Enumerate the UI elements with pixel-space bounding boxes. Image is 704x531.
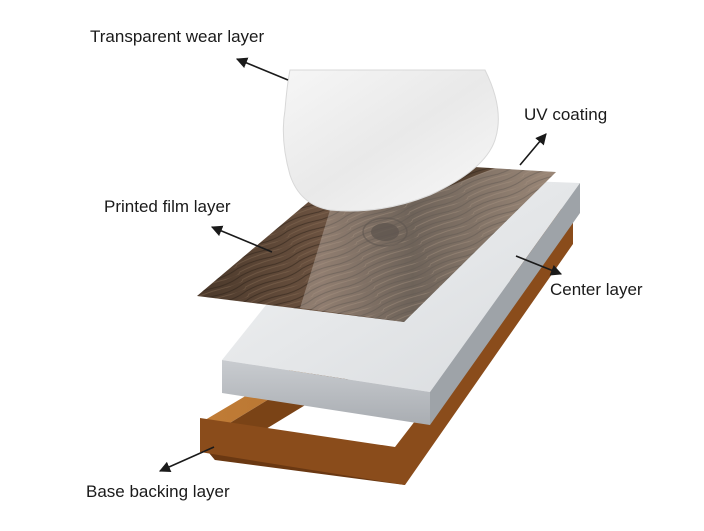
wear-layer-transparent-overlay (300, 160, 556, 322)
label-printed-film-layer: Printed film layer (104, 197, 231, 216)
base-layer-slab (200, 216, 573, 485)
arrow-base-backing (158, 446, 215, 473)
arrow-printed-film (210, 225, 273, 253)
wood-knot-ring (362, 217, 408, 247)
wear-layer-sheet (282, 69, 499, 212)
transparent-wear-layer (282, 69, 556, 322)
label-transparent-wear-layer: Transparent wear layer (90, 27, 265, 46)
center-layer-side-face (430, 183, 580, 425)
wood-knot (371, 223, 399, 241)
center-layer-front-face (222, 360, 430, 425)
arrow-wear-layer (235, 57, 289, 81)
callout-arrows (158, 57, 563, 473)
label-center-layer: Center layer (550, 280, 643, 299)
arrow-center-layer (515, 255, 563, 276)
arrow-uv-coating (519, 133, 547, 166)
wood-film-grain (197, 160, 556, 322)
label-base-backing-layer: Base backing layer (86, 482, 230, 501)
printed-film-layer (197, 160, 556, 322)
label-uv-coating: UV coating (524, 105, 608, 124)
